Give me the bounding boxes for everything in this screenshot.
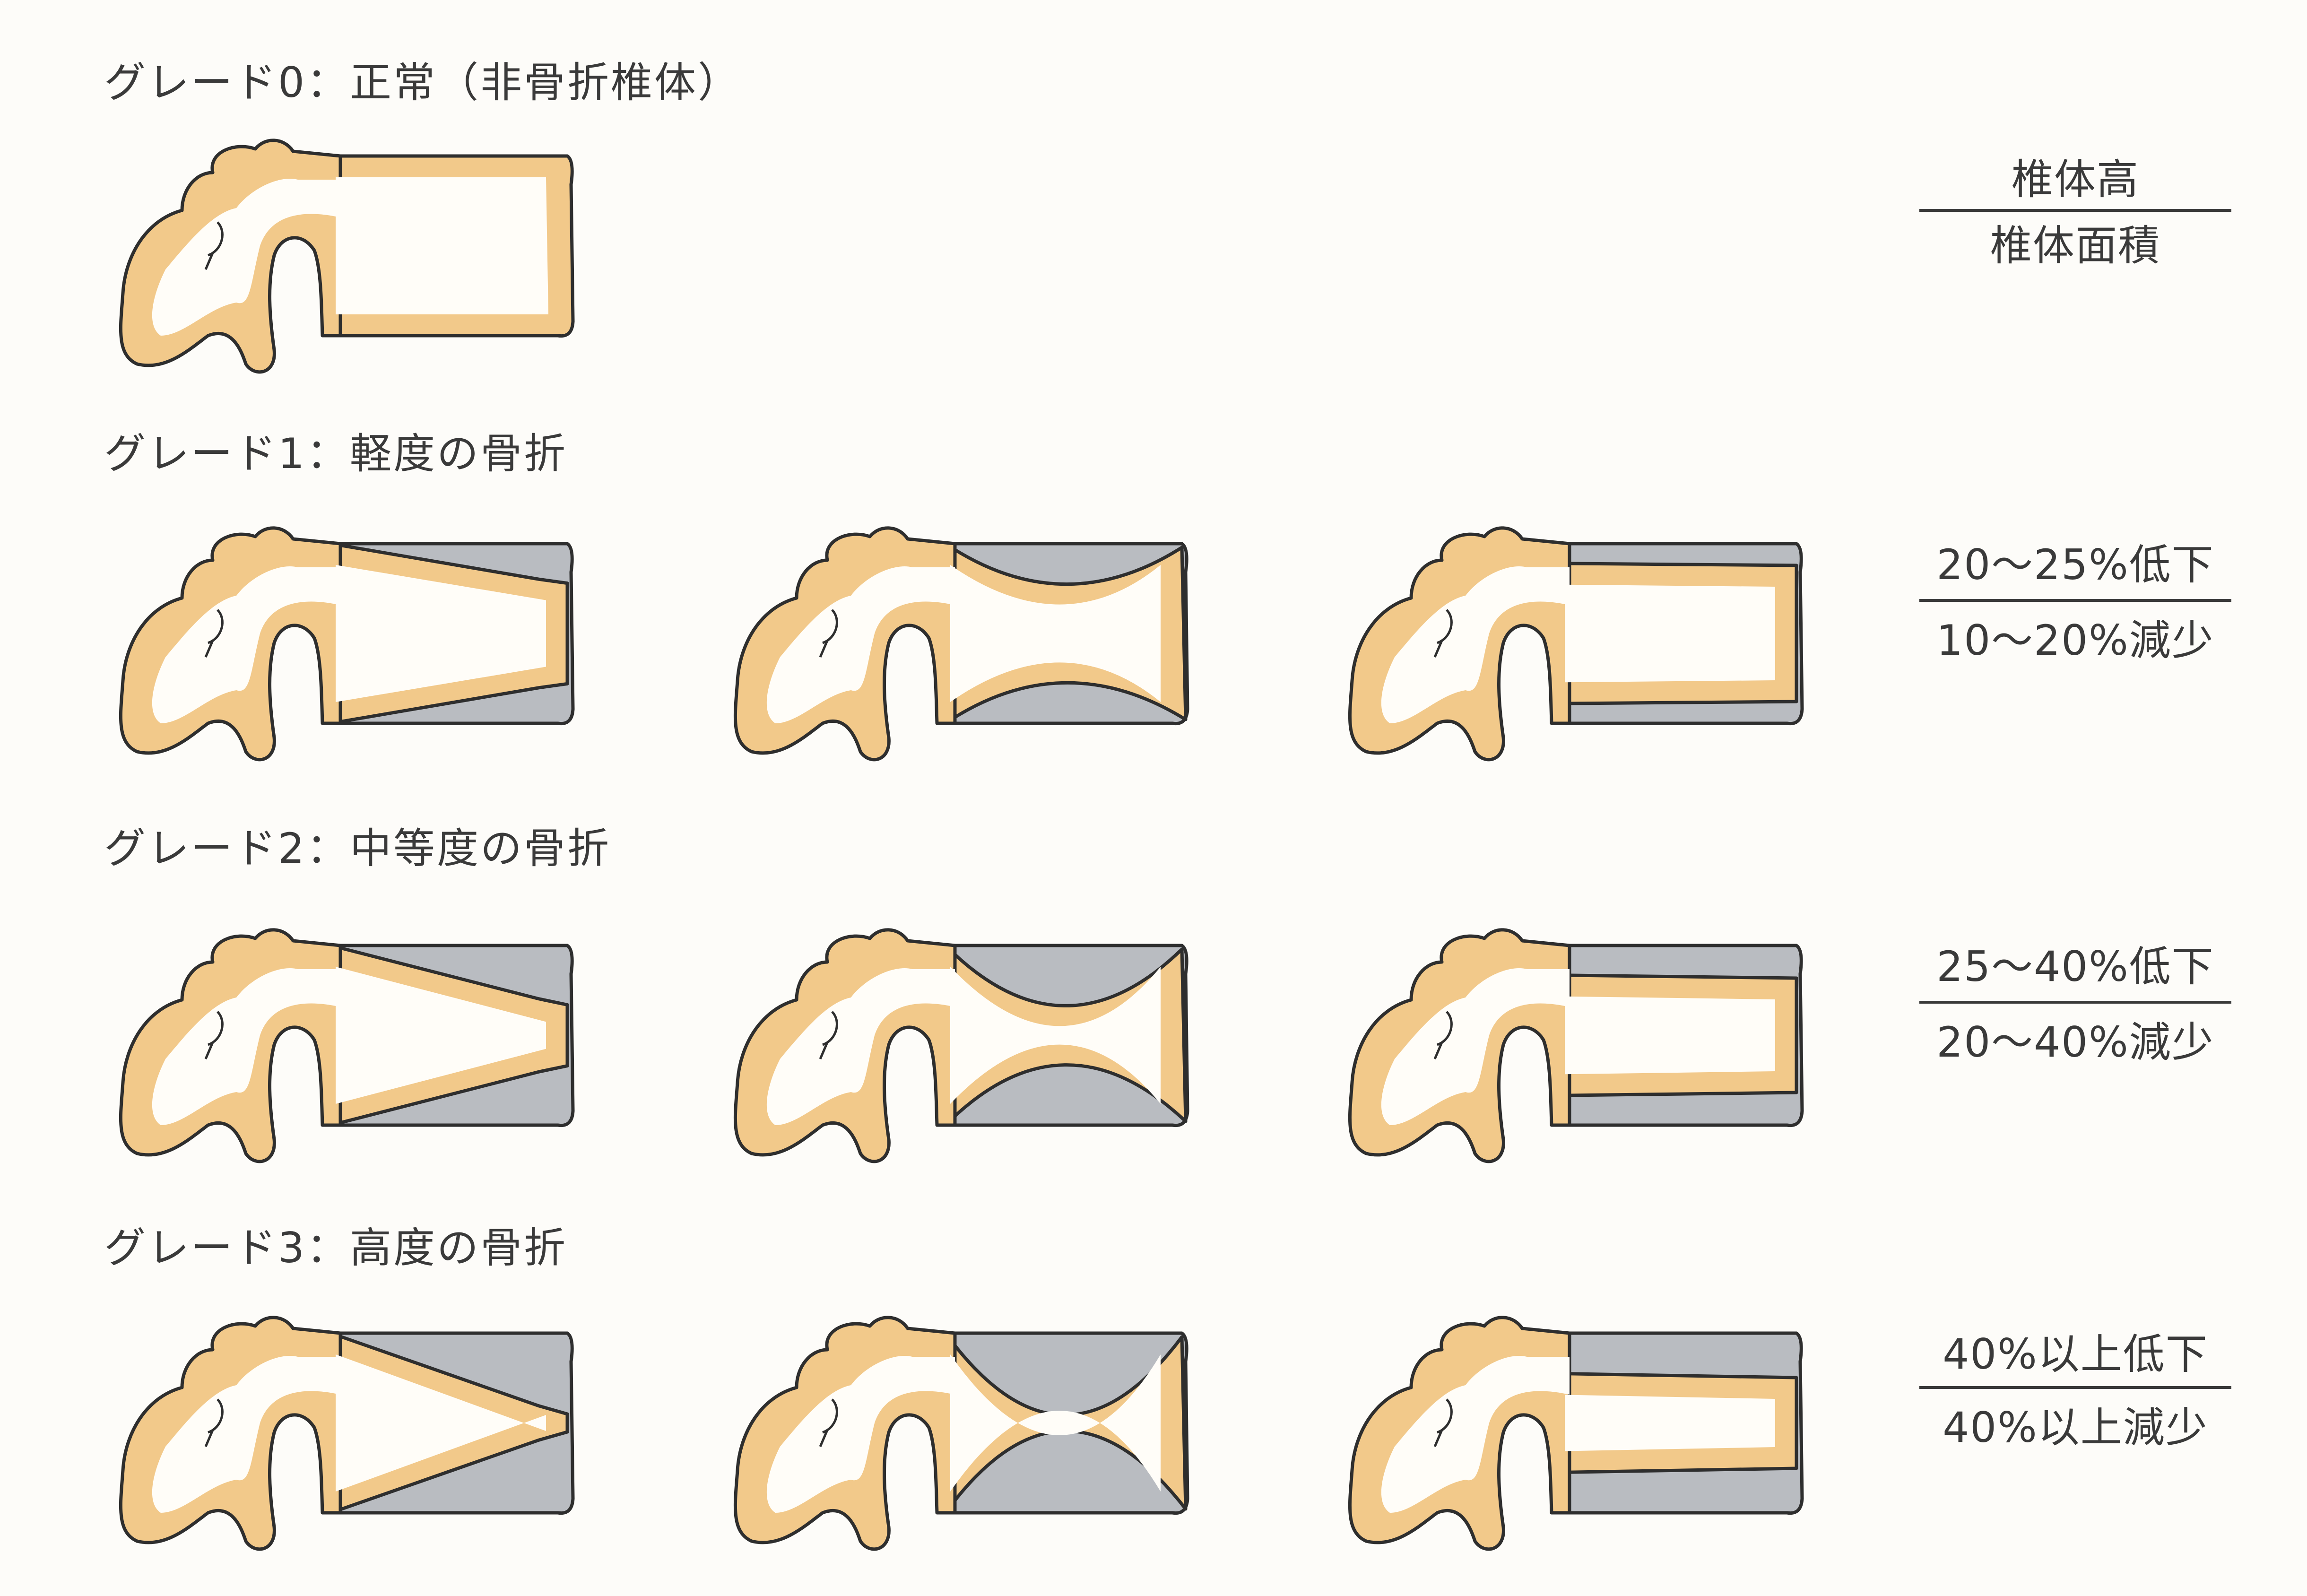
body-marrow [1565,1395,1775,1451]
vertebra-wedge [119,1316,575,1551]
posterior-marrow [1381,566,1570,723]
body-marrow [950,1354,1161,1492]
facet-line [1433,609,1453,658]
posterior-marrow [766,968,955,1125]
grade-0-title: グレード0：正常（非骨折椎体） [104,58,741,107]
posterior-marrow [1381,1356,1570,1513]
body-marrow [336,565,546,702]
body-marrow [1565,584,1775,683]
grade-3-area-ratio: 40%以上減少 [1943,1403,2208,1452]
grade-2-height-ratio: 25～40%低下 [1936,942,2214,991]
facet-line [204,1011,224,1059]
posterior-marrow [152,566,340,723]
facet-line [1433,1398,1453,1447]
grade-2-area-ratio: 20～40%減少 [1936,1018,2214,1067]
posterior-marrow [152,968,340,1125]
facet-line [204,1398,224,1447]
body-marrow [336,967,546,1104]
grade-3-title: グレード3：高度の骨折 [104,1223,567,1272]
vertebra-wedge [119,526,575,762]
body-marrow [336,1354,546,1492]
posterior-marrow [766,566,955,723]
posterior-marrow [152,179,340,336]
vertebrae-layer [119,139,1804,1551]
vertebra-biconcave [733,928,1189,1163]
legend-numerator: 椎体高 [2012,155,2139,204]
facet-line [204,221,224,270]
body-marrow [950,967,1161,1104]
posterior-marrow [766,1356,955,1513]
posterior-marrow [152,1356,340,1513]
grade-1-title: グレード1：軽度の骨折 [104,429,567,478]
vertebra-crush [1348,928,1804,1163]
vertebra-crush [1348,526,1804,762]
grade-1-height-ratio: 20～25%低下 [1936,540,2214,589]
body-marrow [336,177,548,314]
vertebra-biconcave [733,1316,1189,1551]
facet-line [1433,1011,1453,1059]
grade-3-height-ratio: 40%以上低下 [1943,1330,2208,1379]
body-marrow [950,565,1161,702]
grade-1-area-ratio: 10～20%減少 [1936,616,2214,665]
facet-line [204,609,224,658]
vertebra-biconcave [733,526,1189,762]
grade-2-title: グレード2：中等度の骨折 [104,824,611,873]
vertebra-normal [119,139,575,374]
body-marrow [1565,996,1775,1075]
facet-line [819,609,838,658]
vertebra-wedge [119,928,575,1163]
facet-line [819,1011,838,1059]
vertebra-crush [1348,1316,1804,1551]
facet-line [819,1398,838,1447]
posterior-marrow [1381,968,1570,1125]
legend-denominator: 椎体面積 [1990,221,2160,270]
